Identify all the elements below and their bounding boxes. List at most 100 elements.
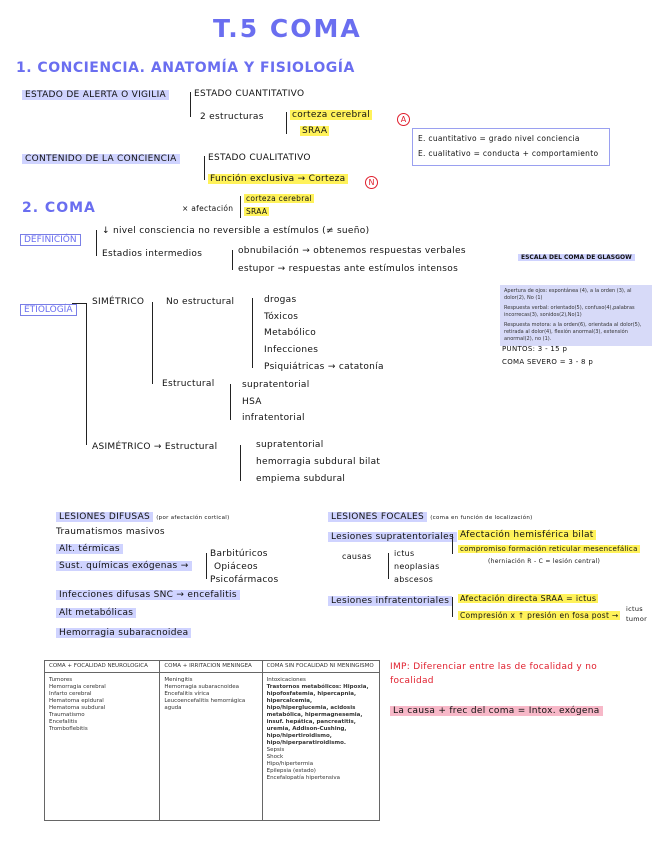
e-item: infratentorial [242, 413, 305, 423]
list-item: Hipo/hipertermia [266, 761, 314, 767]
list-item: Sepsis [266, 747, 285, 753]
note-1: E. cuantitativo = grado nivel conciencia [418, 134, 580, 143]
sust-item: Psicofármacos [210, 575, 279, 585]
causas-label: causas [342, 552, 372, 561]
sust: Sust. químicas exógenas → [56, 561, 192, 571]
causa-note: La causa + frec del coma = Intox. exógen… [390, 706, 603, 716]
imp-note: IMP: Diferenciar entre las de focalidad … [390, 662, 598, 686]
table-header: COMA + FOCALIDAD NEUROLOGICA [43, 660, 161, 673]
sust-item: Opiáceos [214, 562, 258, 572]
compresion-tumor: tumor [626, 615, 648, 623]
infratentoriales: Lesiones infratentoriales [328, 596, 453, 606]
e-item: HSA [242, 397, 262, 407]
infecciones: Infecciones difusas SNC → encefalitis [56, 590, 240, 600]
bracket [252, 298, 253, 368]
list-item: Tromboflebitis [49, 726, 88, 732]
table-header: COMA SIN FOCALIDAD NI MENINGISMO [261, 660, 381, 673]
mark-a: A [397, 107, 410, 126]
corteza-label: corteza cerebral [290, 110, 373, 120]
difusas-heading: LESIONES DIFUSAS (por afectación cortica… [56, 512, 230, 522]
page-title: T.5 COMA [213, 14, 362, 43]
definicion-label: DEFINICIÓN [20, 227, 81, 246]
def-1: ↓ nivel consciencia no reversible a estí… [102, 226, 370, 236]
coma-severo: COMA SEVERO = 3 - 8 p [502, 358, 594, 366]
asimetrico: ASIMÉTRICO → Estructural [92, 442, 218, 452]
ne-item: Psiquiátricas → catatonía [264, 362, 384, 372]
note-box [412, 128, 610, 166]
herniacion: (herniación R - C = lesión central) [488, 558, 601, 565]
list-item: Leucoencefalitis hemorrágica aguda [164, 698, 246, 711]
ne-item: Metabólico [264, 328, 317, 338]
mark-n: N [365, 170, 378, 189]
causa-item: abscesos [394, 575, 434, 584]
table-col-2: Meningitis Hemorragia subaracnoidea Ence… [159, 672, 263, 821]
bracket [152, 302, 153, 384]
focales-heading: LESIONES FOCALES (coma en función de loc… [328, 512, 533, 522]
causa-item: ictus [394, 549, 415, 558]
list-item: Traumatismo [49, 712, 85, 718]
corteza-2: corteza cerebral [244, 194, 314, 203]
table-header: COMA + IRRITACION MENINGEA [159, 660, 263, 673]
sraa-2: SRAA [244, 207, 270, 216]
alt-term: Alt. térmicas [56, 544, 123, 554]
glasgow-ojos: Apertura de ojos: espontánea (4), a la o… [504, 288, 632, 301]
estructuras-label: 2 estructuras [200, 112, 264, 122]
bracket [206, 553, 207, 579]
bracket [286, 112, 287, 134]
etiologia-label: ETIOLOGÍA [20, 297, 77, 316]
bracket [230, 384, 231, 420]
list-item: Meningitis [164, 677, 193, 683]
alerta-label: ESTADO DE ALERTA O VIGILIA [22, 90, 169, 100]
e-item: supratentorial [242, 380, 310, 390]
trauma: Traumatismos masivos [56, 527, 165, 537]
list-item: Encefalopatía hipertensiva [266, 775, 341, 781]
note-2: E. cualitativo = conducta + comportamien… [418, 149, 599, 158]
bracket [452, 534, 453, 554]
causa-item: neoplasias [394, 562, 440, 571]
list-item: Tumores [49, 677, 73, 683]
bracket [232, 250, 233, 270]
list-item: Hematoma subdural [49, 705, 106, 711]
ne-item: Infecciones [264, 345, 319, 355]
list-item: Hemorragia subaracnoidea [164, 684, 239, 690]
glasgow-label: ESCALA DEL COMA DE GLASGOW [518, 254, 635, 261]
list-item: Shock [266, 754, 284, 760]
afect-sraa: Afectación directa SRAA = ictus [458, 594, 599, 603]
glasgow-verbal: Respuesta verbal: orientado(5), confuso(… [504, 305, 635, 318]
compresion: Compresión x ↑ presión en fosa post → [458, 611, 621, 620]
obnubilacion: obnubilación → obtenemos respuestas verb… [238, 246, 466, 256]
bracket [240, 445, 241, 481]
def-2: Estadios intermedios [102, 249, 203, 259]
list-item: Intoxicaciones [266, 677, 306, 683]
list-item: Encefalitis [49, 719, 78, 725]
bracket [388, 553, 389, 579]
bracket [204, 156, 205, 180]
simetrico-label: SIMÉTRICO [92, 297, 145, 307]
compresion-ictus: ictus [626, 605, 643, 613]
glasgow-motora: Respuesta motora: a la orden(6), orienta… [504, 322, 642, 342]
table-col-1: Tumores Hemorragia cerebral Infarto cere… [43, 672, 161, 821]
cuantitativo-label: ESTADO CUANTITATIVO [194, 89, 305, 99]
bracket [452, 597, 453, 617]
afectacion-label: × afectación [182, 204, 234, 213]
etiologia-line [72, 303, 86, 304]
glasgow-box: Apertura de ojos: espontánea (4), a la o… [500, 285, 652, 346]
funcion-label: Función exclusiva → Corteza [208, 174, 348, 184]
no-estructural: No estructural [166, 297, 235, 307]
list-item: Trastornos metabólicos: Hipoxia, hipofos… [266, 684, 369, 746]
ne-item: Tóxicos [264, 312, 299, 322]
list-item: Epilepsia (estado) [266, 768, 316, 774]
hemorragia-sub: Hemorragia subaracnoidea [56, 628, 192, 638]
a-item: supratentorial [256, 440, 324, 450]
metabolicas: Alt metabólicas [56, 608, 137, 618]
bracket [86, 303, 87, 445]
ne-item: drogas [264, 295, 297, 305]
a-item: hemorragia subdural bilat [256, 457, 381, 467]
contenido-label: CONTENIDO DE LA CONCIENCIA [22, 154, 180, 164]
puntos: PUNTOS: 3 - 15 p [502, 345, 568, 353]
bracket [240, 196, 241, 218]
sraa-label: SRAA [300, 126, 330, 136]
list-item: Infarto cerebral [49, 691, 92, 697]
list-item: Encefalitis vírica [164, 691, 210, 697]
a-item: empiema subdural [256, 474, 346, 484]
